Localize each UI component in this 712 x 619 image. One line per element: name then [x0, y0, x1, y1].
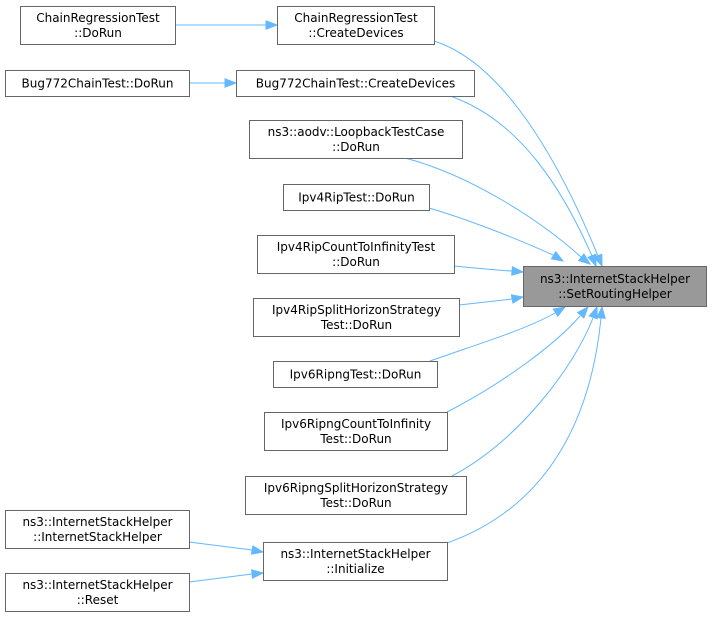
edge-ish-ctor-to-ish-initialize [188, 541, 265, 555]
edge-line [449, 95, 593, 257]
edge-arrowhead [250, 545, 265, 555]
node-label-line: ::Initialize [326, 562, 384, 576]
edge-arrowhead [588, 305, 598, 320]
edge-line [188, 573, 253, 583]
node-box[interactable] [20, 6, 176, 45]
node-label-line: Test::DoRun [319, 432, 391, 446]
node-box[interactable] [273, 361, 438, 388]
node-label-line: Bug772ChainTest::CreateDevices [256, 77, 456, 91]
node-ipv6ripng-dorun[interactable]: Ipv6RipngTest::DoRun [273, 361, 438, 388]
edge-line [451, 317, 594, 477]
edge-line [446, 315, 581, 413]
node-label-line: ::DoRun [332, 255, 380, 269]
node-label-line: Test::DoRun [319, 496, 391, 510]
node-label-line: ::DoRun [332, 140, 380, 154]
edge-line [453, 265, 513, 272]
node-label-line: Ipv4RipSplitHorizonStrategy [272, 303, 441, 317]
edge-arrowhead [587, 253, 597, 268]
edge-chainreg-createdevices-to-target [433, 40, 603, 268]
edge-line [458, 298, 513, 306]
node-label-line: Ipv4RipTest::DoRun [298, 191, 415, 205]
edge-ish-initialize-to-target [446, 305, 606, 544]
node-box[interactable] [245, 476, 467, 515]
nodes-layer: ChainRegressionTest::DoRunChainRegressio… [5, 6, 707, 612]
node-ish-initialize[interactable]: ns3::InternetStackHelper::Initialize [263, 542, 448, 581]
edge-arrowhead [224, 78, 238, 88]
edge-arrowhead [251, 569, 265, 579]
node-label-line: ::CreateDevices [308, 26, 403, 40]
node-label-line: Ipv6RipngTest::DoRun [290, 368, 422, 382]
node-label-line: ns3::InternetStackHelper [22, 515, 172, 529]
edge-arrowhead [510, 294, 525, 304]
edges-layer [175, 20, 606, 583]
node-box[interactable] [283, 184, 430, 211]
edge-line [188, 541, 253, 551]
edge-ipv6ripng-dorun-to-target [429, 306, 567, 362]
edge-ish-reset-to-ish-initialize [188, 569, 265, 583]
node-box[interactable] [5, 573, 190, 612]
edge-line [404, 157, 582, 258]
node-aodv-loopback-dorun[interactable]: ns3::aodv::LoopbackTestCase::DoRun [249, 120, 463, 159]
edge-arrowhead [577, 253, 592, 265]
node-label-line: ::DoRun [74, 26, 122, 40]
edge-arrowhead [576, 305, 589, 319]
node-label-line: ns3::InternetStackHelper [540, 272, 690, 286]
node-box[interactable] [5, 70, 190, 97]
edge-line [428, 207, 554, 256]
node-box[interactable] [523, 266, 707, 307]
node-label-line: ns3::InternetStackHelper [22, 578, 172, 592]
edge-line [433, 40, 599, 257]
node-label-line: ::SetRoutingHelper [558, 287, 672, 301]
node-label-line: ns3::aodv::LoopbackTestCase [268, 125, 445, 139]
node-box[interactable] [263, 542, 448, 581]
node-label-line: Bug772ChainTest::DoRun [22, 77, 174, 91]
node-label-line: ns3::InternetStackHelper [280, 547, 430, 561]
node-label-line: ::Reset [77, 593, 119, 607]
node-box[interactable] [257, 235, 455, 274]
node-ish-ctor[interactable]: ns3::InternetStackHelper::InternetStackH… [5, 510, 190, 549]
node-label-line: ChainRegressionTest [36, 11, 160, 25]
edge-arrowhead [511, 266, 525, 276]
node-label-line: Ipv6RipngSplitHorizonStrategy [264, 481, 448, 495]
edge-ipv4rip-dorun-to-target [428, 207, 565, 262]
node-bug772-createdevices[interactable]: Bug772ChainTest::CreateDevices [236, 70, 475, 97]
node-ipv4rip-count-dorun[interactable]: Ipv4RipCountToInfinityTest::DoRun [257, 235, 455, 274]
edge-arrowhead [265, 20, 279, 30]
edge-line [429, 312, 556, 362]
edge-arrowhead [596, 305, 606, 319]
node-box[interactable] [253, 298, 460, 337]
edge-line [446, 317, 602, 544]
node-label-line: Test::DoRun [320, 318, 392, 332]
node-bug772-dorun[interactable]: Bug772ChainTest::DoRun [5, 70, 190, 97]
node-label-line: ::InternetStackHelper [33, 530, 162, 544]
node-chainreg-createdevices[interactable]: ChainRegressionTest::CreateDevices [277, 6, 435, 45]
node-box[interactable] [236, 70, 475, 97]
edge-ipv6ripng-count-dorun-to-target [446, 305, 589, 413]
edge-chainreg-dorun-to-chainreg-createdevices [175, 20, 279, 30]
node-box[interactable] [277, 6, 435, 45]
edge-bug772-createdevices-to-target [449, 95, 597, 268]
edge-ipv4rip-count-dorun-to-target [453, 265, 525, 276]
node-target[interactable]: ns3::InternetStackHelper::SetRoutingHelp… [523, 266, 707, 307]
edge-ipv6ripng-split-dorun-to-target [451, 305, 598, 477]
node-label-line: Ipv4RipCountToInfinityTest [277, 240, 436, 254]
edge-arrowhead [550, 250, 565, 262]
node-box[interactable] [249, 120, 463, 159]
edge-bug772-dorun-to-bug772-createdevices [189, 78, 238, 88]
node-label-line: Ipv6RipngCountToInfinity [281, 417, 431, 431]
node-ish-reset[interactable]: ns3::InternetStackHelper::Reset [5, 573, 190, 612]
node-ipv4rip-dorun[interactable]: Ipv4RipTest::DoRun [283, 184, 430, 211]
edge-ipv4rip-split-dorun-to-target [458, 294, 525, 306]
node-box[interactable] [264, 412, 448, 451]
node-label-line: ChainRegressionTest [294, 11, 418, 25]
edge-arrowhead [552, 306, 567, 318]
node-chainreg-dorun[interactable]: ChainRegressionTest::DoRun [20, 6, 176, 45]
edge-aodv-loopback-dorun-to-target [404, 157, 592, 265]
node-box[interactable] [5, 510, 190, 549]
